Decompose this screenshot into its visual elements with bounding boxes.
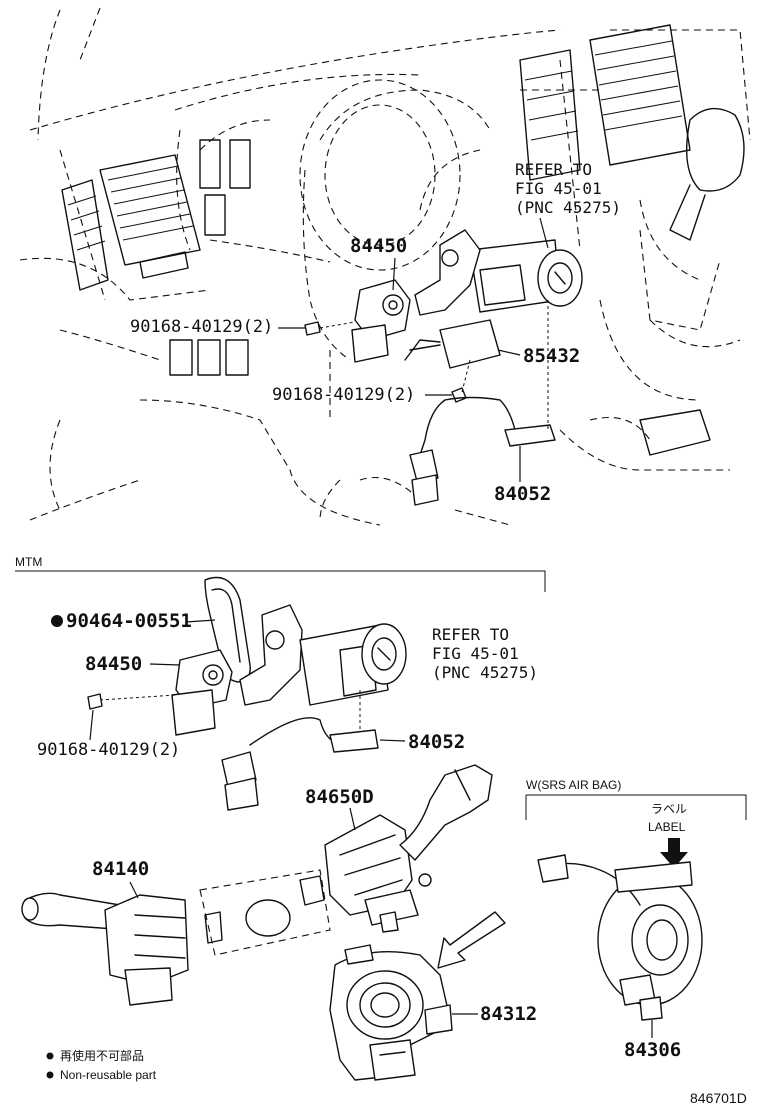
label-84306: 84306 bbox=[624, 1039, 681, 1061]
shift-lever bbox=[639, 107, 745, 456]
left-air-vent bbox=[61, 154, 201, 291]
combination-switch-section: 84650D 84140 84312 bbox=[21, 764, 537, 1081]
mtm-label: MTM bbox=[15, 555, 42, 569]
legend-jp: 再使用不可部品 bbox=[60, 1048, 144, 1063]
non-reusable-marker bbox=[51, 615, 63, 627]
top-refer-line2: FIG 45-01 bbox=[515, 179, 602, 198]
srs-label-jp: ラベル bbox=[651, 802, 687, 816]
label-84140: 84140 bbox=[92, 858, 149, 880]
diagram-code: 846701D bbox=[690, 1090, 747, 1106]
label-84650D: 84650D bbox=[305, 786, 374, 808]
top-refer-line1: REFER TO bbox=[515, 160, 592, 179]
srs-airbag-section: W(SRS AIR BAG) ラベル LABEL 84306 bbox=[525, 778, 747, 1061]
label-84450-mtm: 84450 bbox=[85, 653, 142, 675]
mtm-refer-line3: (PNC 45275) bbox=[432, 663, 538, 682]
label-84052-mtm: 84052 bbox=[408, 731, 465, 753]
gauge-cluster bbox=[299, 79, 461, 271]
srs-label-en: LABEL bbox=[648, 820, 686, 834]
top-refer-line3: (PNC 45275) bbox=[515, 198, 621, 217]
mtm-refer-line2: FIG 45-01 bbox=[432, 644, 519, 663]
srs-label: W(SRS AIR BAG) bbox=[526, 778, 621, 792]
top-labels: REFER TO FIG 45-01 (PNC 45275) 84450 901… bbox=[130, 160, 621, 505]
top-steering-column bbox=[404, 229, 583, 369]
label-90464: 90464-00551 bbox=[66, 610, 192, 632]
top-harness-84052 bbox=[409, 300, 556, 506]
legend-dot-en bbox=[46, 1071, 54, 1079]
label-90168-top-b: 90168-40129(2) bbox=[272, 385, 415, 405]
right-air-vents bbox=[519, 24, 691, 181]
center-switches bbox=[169, 139, 251, 376]
label-90168-top-a: 90168-40129(2) bbox=[130, 317, 273, 337]
dashboard-outline bbox=[19, 7, 751, 526]
legend-dot-jp bbox=[46, 1052, 54, 1060]
label-84052-top: 84052 bbox=[494, 483, 551, 505]
legend-en: Non-reusable part bbox=[60, 1068, 157, 1082]
label-arrow bbox=[660, 838, 688, 868]
label-84450-top: 84450 bbox=[350, 235, 407, 257]
label-84312: 84312 bbox=[480, 1003, 537, 1025]
label-90168-mtm: 90168-40129(2) bbox=[37, 740, 180, 760]
top-unlock-warning-switch bbox=[351, 279, 411, 363]
label-85432: 85432 bbox=[523, 345, 580, 367]
mtm-refer-line1: REFER TO bbox=[432, 625, 509, 644]
mtm-section: MTM 90464-00551 84450 90168-40129(2) bbox=[15, 555, 546, 811]
legend: 再使用不可部品 Non-reusable part bbox=[46, 1048, 157, 1082]
